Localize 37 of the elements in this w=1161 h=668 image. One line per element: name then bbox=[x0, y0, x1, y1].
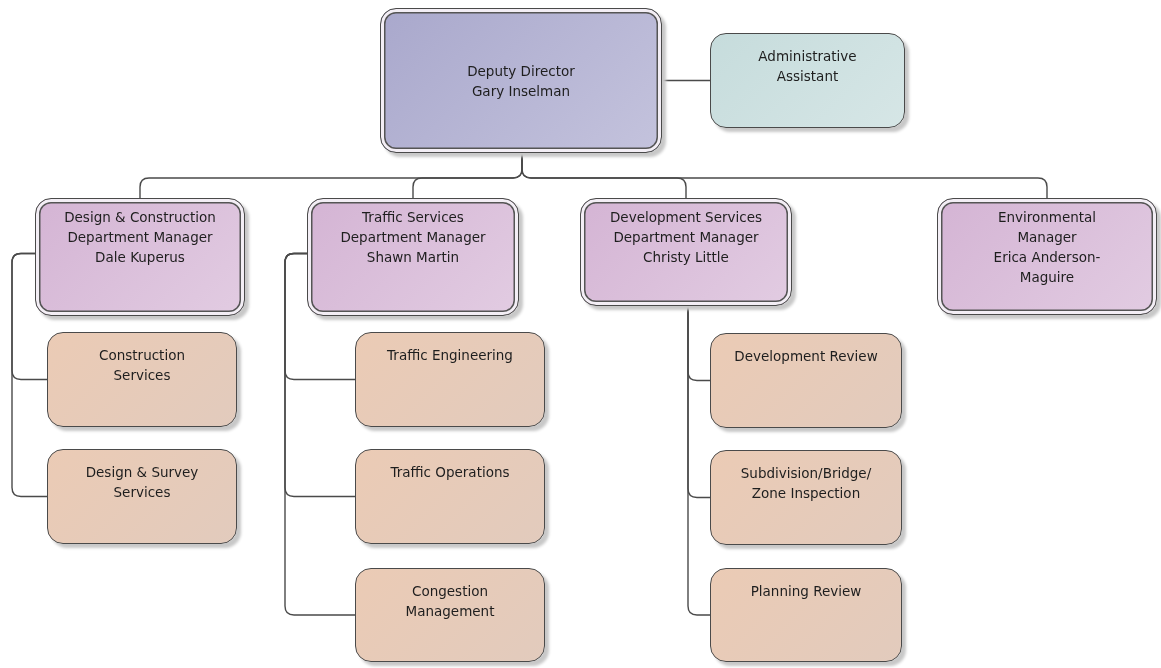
role-title: Congestion Management bbox=[404, 582, 496, 621]
role-title: Traffic Engineering bbox=[387, 346, 513, 365]
role-title: Design & Survey Services bbox=[84, 463, 200, 502]
role-title: Administrative Assistant bbox=[757, 47, 858, 86]
connector-line bbox=[687, 305, 711, 616]
role-title: Development Review bbox=[734, 347, 878, 366]
role-title: Environmental Manager bbox=[996, 208, 1098, 247]
person-name: Dale Kuperus bbox=[95, 248, 185, 267]
role-title: Planning Review bbox=[750, 582, 862, 601]
unit-box bbox=[355, 568, 545, 662]
person-name: Christy Little bbox=[643, 248, 729, 267]
connector-line bbox=[284, 252, 356, 616]
connector-line bbox=[11, 252, 48, 498]
assistant-box bbox=[710, 33, 905, 128]
unit-box bbox=[355, 332, 545, 427]
unit-box bbox=[710, 568, 902, 662]
manager-box bbox=[307, 198, 519, 316]
role-title: Subdivision/Bridge/ Zone Inspection bbox=[739, 464, 873, 503]
person-name: Gary Inselman bbox=[471, 81, 571, 101]
unit-box bbox=[710, 450, 902, 545]
role-title: Construction Services bbox=[98, 346, 186, 385]
unit-box bbox=[710, 333, 902, 428]
role-title: Traffic Services Department Manager bbox=[339, 208, 487, 247]
role-title: Deputy Director bbox=[467, 61, 575, 81]
connector-line bbox=[661, 79, 711, 82]
manager-box bbox=[580, 198, 792, 306]
role-title: Traffic Operations bbox=[390, 463, 510, 482]
manager-box bbox=[35, 198, 245, 316]
role-title: Development Services Department Manager bbox=[608, 208, 764, 247]
person-name: Shawn Martin bbox=[366, 248, 460, 267]
unit-box bbox=[47, 449, 237, 544]
unit-box bbox=[47, 332, 237, 427]
role-title: Design & Construction Department Manager bbox=[63, 208, 217, 247]
director-box bbox=[380, 8, 662, 153]
unit-box bbox=[355, 449, 545, 544]
person-name: Erica Anderson-Maguire bbox=[992, 248, 1102, 287]
manager-box bbox=[937, 198, 1157, 315]
